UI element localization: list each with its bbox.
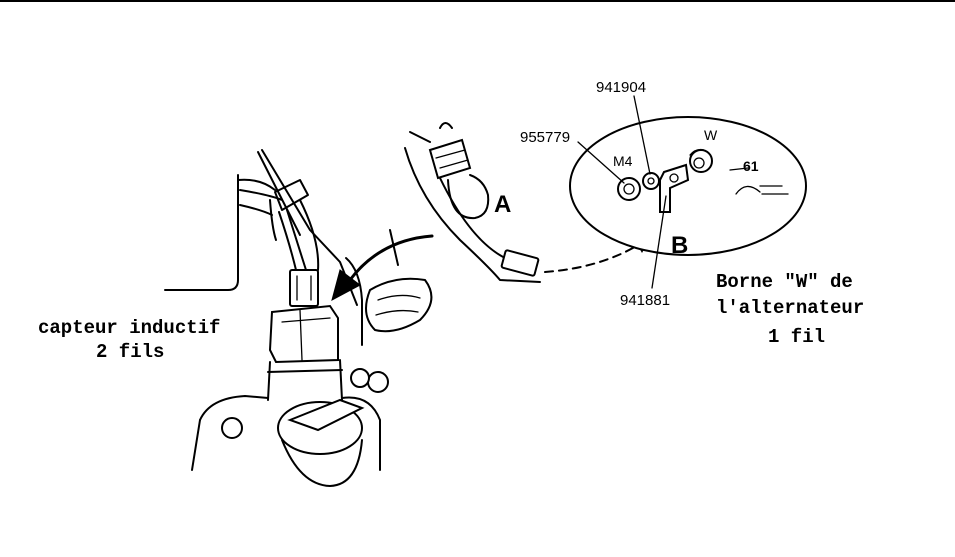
letter-b-label: B [671, 232, 688, 259]
terminal-w-label: W [704, 127, 718, 143]
engine-block-drawing [164, 149, 433, 487]
alternator-caption-line1: Borne "W" de [716, 271, 853, 293]
letter-a-label: A [494, 191, 511, 218]
alternator-caption-line2: l'alternateur [716, 297, 864, 319]
alternator-caption-line3: 1 fil [768, 326, 825, 348]
part-number-941881: 941881 [620, 292, 670, 309]
part-number-955779: 955779 [520, 129, 570, 146]
leader-lines [577, 95, 667, 289]
connector-a-drawing [404, 122, 541, 283]
sensor-caption-line1: capteur inductif [38, 317, 220, 339]
arrow-to-sensor [331, 234, 434, 301]
sensor-caption-line2: 2 fils [96, 341, 164, 363]
top-border-line [0, 0, 955, 2]
terminal-detail-ellipse [569, 116, 807, 256]
part-number-941904: 941904 [596, 79, 646, 96]
terminal-61-label: 61 [743, 158, 759, 174]
nut-size-label: M4 [613, 153, 633, 169]
